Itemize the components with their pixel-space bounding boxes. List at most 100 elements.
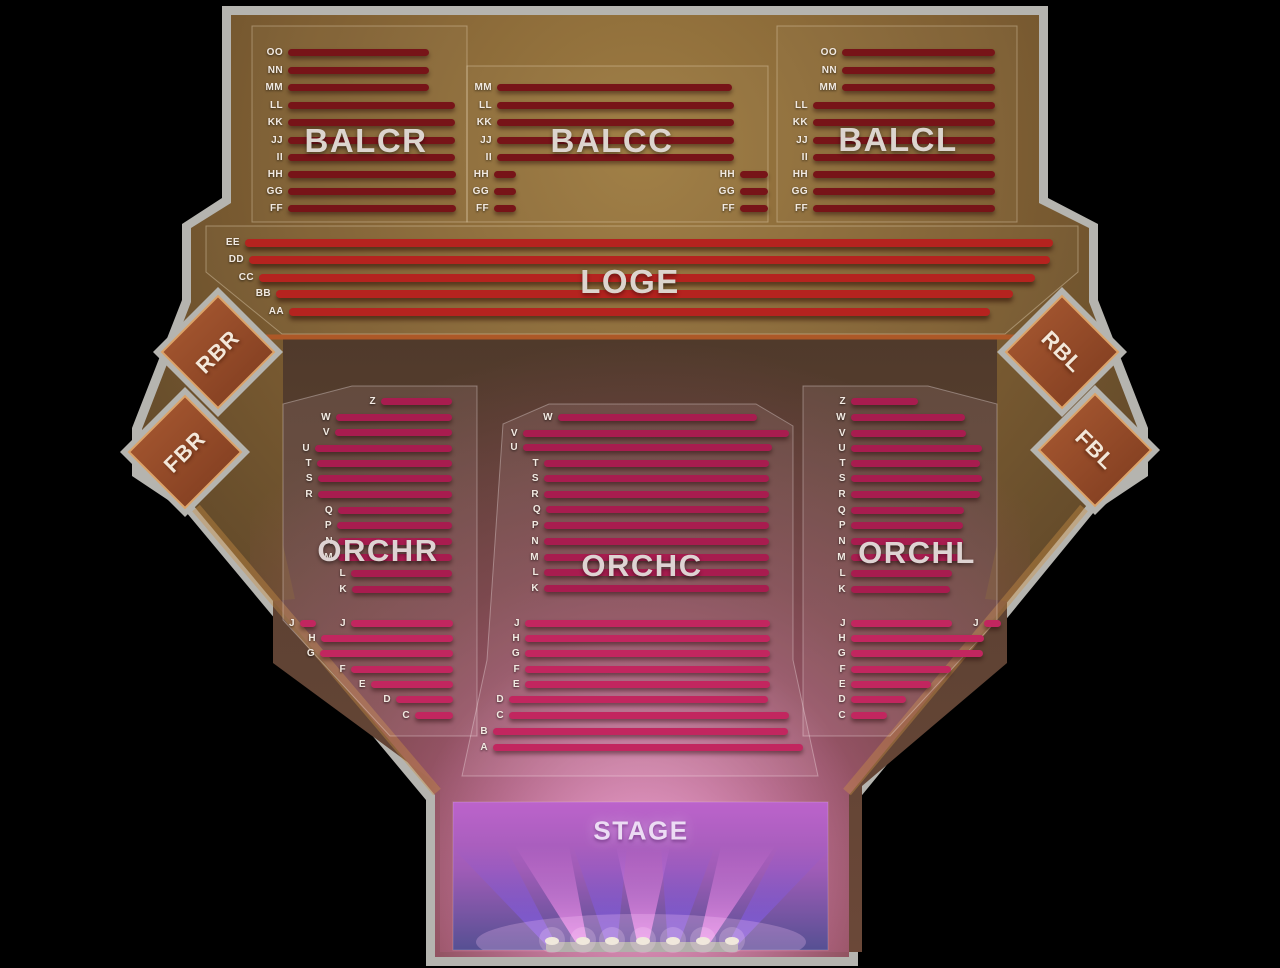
- row-bar[interactable]: [851, 522, 963, 529]
- row-bar[interactable]: [740, 205, 768, 212]
- seat-row-DD[interactable]: DD: [229, 254, 1050, 265]
- seat-row-U[interactable]: U: [510, 442, 772, 453]
- seat-row-E[interactable]: E: [839, 679, 931, 690]
- row-bar[interactable]: [851, 712, 887, 719]
- row-bar[interactable]: [842, 67, 995, 74]
- row-bar[interactable]: [851, 398, 918, 405]
- seat-row-II[interactable]: II: [277, 152, 455, 163]
- seat-row-Q[interactable]: Q: [533, 504, 769, 515]
- row-bar[interactable]: [497, 102, 734, 109]
- seat-row-Z[interactable]: Z: [369, 396, 452, 407]
- row-bar[interactable]: [546, 506, 769, 513]
- seat-row-MM[interactable]: MM: [475, 82, 732, 93]
- section-label-balcr[interactable]: BALCR: [304, 122, 428, 159]
- row-bar[interactable]: [525, 620, 770, 627]
- seat-row-HH[interactable]: HH: [793, 169, 995, 180]
- row-bar[interactable]: [288, 84, 429, 91]
- row-bar[interactable]: [493, 728, 788, 735]
- row-bar[interactable]: [315, 445, 452, 452]
- row-bar[interactable]: [245, 239, 1053, 247]
- row-bar[interactable]: [288, 67, 429, 74]
- row-bar[interactable]: [851, 460, 980, 467]
- seat-row-T[interactable]: T: [305, 458, 452, 469]
- row-bar[interactable]: [371, 681, 453, 688]
- seat-row-F[interactable]: F: [839, 664, 951, 675]
- seat-row-P[interactable]: P: [532, 520, 769, 531]
- row-bar[interactable]: [497, 119, 734, 126]
- seat-row-FF[interactable]: FF: [476, 203, 516, 214]
- row-bar[interactable]: [544, 554, 769, 561]
- row-bar[interactable]: [842, 49, 995, 56]
- seat-row-KK[interactable]: KK: [793, 117, 995, 128]
- seat-row-JJ[interactable]: JJ: [796, 135, 995, 146]
- row-bar[interactable]: [851, 696, 906, 703]
- row-bar[interactable]: [525, 681, 770, 688]
- row-bar[interactable]: [288, 188, 456, 195]
- row-bar[interactable]: [352, 586, 452, 593]
- row-bar[interactable]: [493, 744, 803, 751]
- row-bar[interactable]: [525, 666, 770, 673]
- seat-row-D[interactable]: D: [383, 694, 453, 705]
- row-bar[interactable]: [813, 137, 995, 144]
- seat-row-HH[interactable]: HH: [474, 169, 516, 180]
- row-bar[interactable]: [276, 290, 1013, 298]
- row-bar[interactable]: [523, 430, 789, 437]
- seat-row-LL[interactable]: LL: [795, 100, 995, 111]
- row-bar[interactable]: [984, 620, 1001, 627]
- seat-row-C[interactable]: C: [496, 710, 789, 721]
- seat-row-L[interactable]: L: [839, 568, 952, 579]
- seat-row-K[interactable]: K: [531, 583, 769, 594]
- seat-row-OO[interactable]: OO: [821, 47, 995, 58]
- seat-row-NN[interactable]: NN: [822, 65, 995, 76]
- row-bar[interactable]: [851, 430, 966, 437]
- row-bar[interactable]: [338, 554, 452, 561]
- row-bar[interactable]: [509, 712, 789, 719]
- seat-row-N[interactable]: N: [325, 536, 452, 547]
- seat-row-N[interactable]: N: [531, 536, 769, 547]
- row-bar[interactable]: [813, 188, 995, 195]
- row-bar[interactable]: [317, 460, 452, 467]
- row-bar[interactable]: [509, 696, 768, 703]
- seat-row-K[interactable]: K: [339, 584, 452, 595]
- section-loge[interactable]: [205, 225, 1079, 335]
- row-bar[interactable]: [525, 635, 770, 642]
- row-bar[interactable]: [351, 666, 453, 673]
- seat-row-R[interactable]: R: [305, 489, 452, 500]
- section-label-orchl[interactable]: ORCHL: [858, 535, 976, 570]
- seat-row-AA[interactable]: AA: [269, 306, 990, 317]
- row-bar[interactable]: [288, 205, 456, 212]
- row-bar[interactable]: [497, 154, 734, 161]
- seat-row-E[interactable]: E: [513, 679, 770, 690]
- row-bar[interactable]: [851, 538, 963, 545]
- seat-row-S[interactable]: S: [839, 473, 982, 484]
- seat-row-FF[interactable]: FF: [270, 203, 456, 214]
- seat-row-CC[interactable]: CC: [239, 272, 1035, 283]
- row-bar[interactable]: [842, 84, 995, 91]
- seat-row-D[interactable]: D: [838, 694, 906, 705]
- row-bar[interactable]: [336, 414, 452, 421]
- seat-row-HH[interactable]: HH: [268, 169, 456, 180]
- seat-row-GG[interactable]: GG: [267, 186, 456, 197]
- row-bar[interactable]: [320, 650, 453, 657]
- seat-row-G[interactable]: G: [307, 648, 453, 659]
- row-bar[interactable]: [544, 569, 769, 576]
- section-balcl[interactable]: [776, 25, 1018, 223]
- seat-row-J[interactable]: J: [340, 618, 453, 629]
- seat-row-S[interactable]: S: [306, 473, 452, 484]
- row-bar[interactable]: [523, 444, 772, 451]
- seat-row-II[interactable]: II: [802, 152, 995, 163]
- row-bar[interactable]: [851, 586, 950, 593]
- seat-row-K[interactable]: K: [838, 584, 950, 595]
- row-bar[interactable]: [288, 119, 455, 126]
- seat-row-R[interactable]: R: [531, 489, 769, 500]
- row-bar[interactable]: [318, 475, 452, 482]
- row-bar[interactable]: [289, 308, 990, 316]
- seat-row-HH[interactable]: HH: [720, 169, 768, 180]
- row-bar[interactable]: [321, 635, 453, 642]
- seat-row-V[interactable]: V: [839, 428, 966, 439]
- row-bar[interactable]: [851, 491, 980, 498]
- row-bar[interactable]: [544, 538, 769, 545]
- box-fbl[interactable]: [1037, 392, 1153, 508]
- row-bar[interactable]: [288, 49, 429, 56]
- seat-row-L[interactable]: L: [339, 568, 452, 579]
